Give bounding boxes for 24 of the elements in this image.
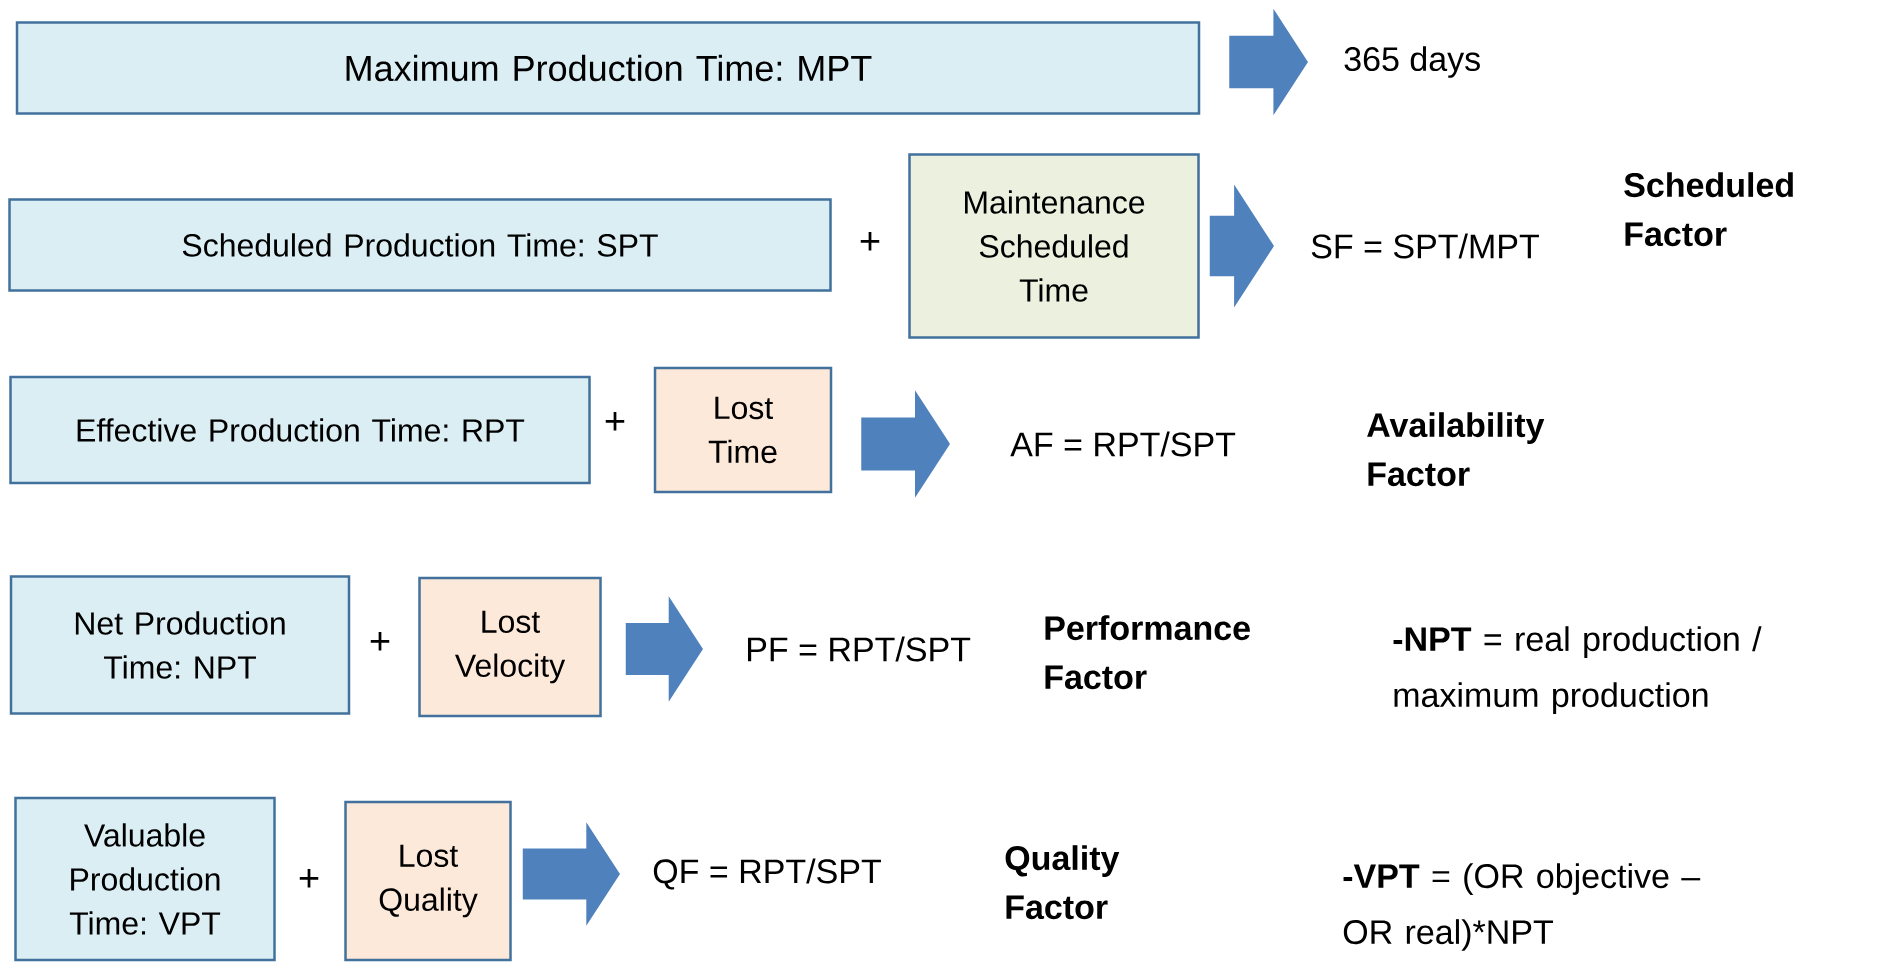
- factor-label: Performance Factor: [1045, 615, 1250, 690]
- process-box: Effective Production Time: RPT: [9, 375, 591, 485]
- process-box: Scheduled Production Time: SPT: [8, 198, 832, 292]
- factor-label: Scheduled Factor: [1624, 172, 1793, 247]
- process-box: Maximum Production Time: MPT: [15, 21, 1201, 115]
- process-box: Lost Velocity: [418, 576, 602, 718]
- process-box: Lost Quality: [344, 800, 512, 962]
- plus-sign: +: [299, 869, 319, 888]
- formula-text: QF = RPT/SPT: [653, 858, 881, 890]
- formula-text: 365 days: [1344, 46, 1480, 78]
- formula-text: PF = RPT/SPT: [748, 636, 971, 662]
- process-box: Valuable Production Time: VPT: [14, 796, 276, 962]
- factor-label: Quality Factor: [1005, 845, 1120, 920]
- note-text: -VPT = (OR objective – OR real)*NPT: [1343, 863, 1701, 951]
- factor-label: Availability Factor: [1367, 412, 1545, 487]
- process-box: Maintenance Scheduled Time: [908, 153, 1200, 339]
- plus-sign: +: [605, 412, 625, 431]
- plus-sign: +: [370, 632, 390, 651]
- process-box: Net Production Time: NPT: [9, 575, 351, 715]
- formula-text: AF = RPT/SPT: [1010, 431, 1236, 457]
- note-text: -NPT = real production / maximum production: [1393, 626, 1762, 714]
- formula-text: SF = SPT/MPT: [1311, 233, 1539, 259]
- plus-sign: +: [860, 232, 880, 251]
- process-box: Lost Time: [653, 366, 833, 494]
